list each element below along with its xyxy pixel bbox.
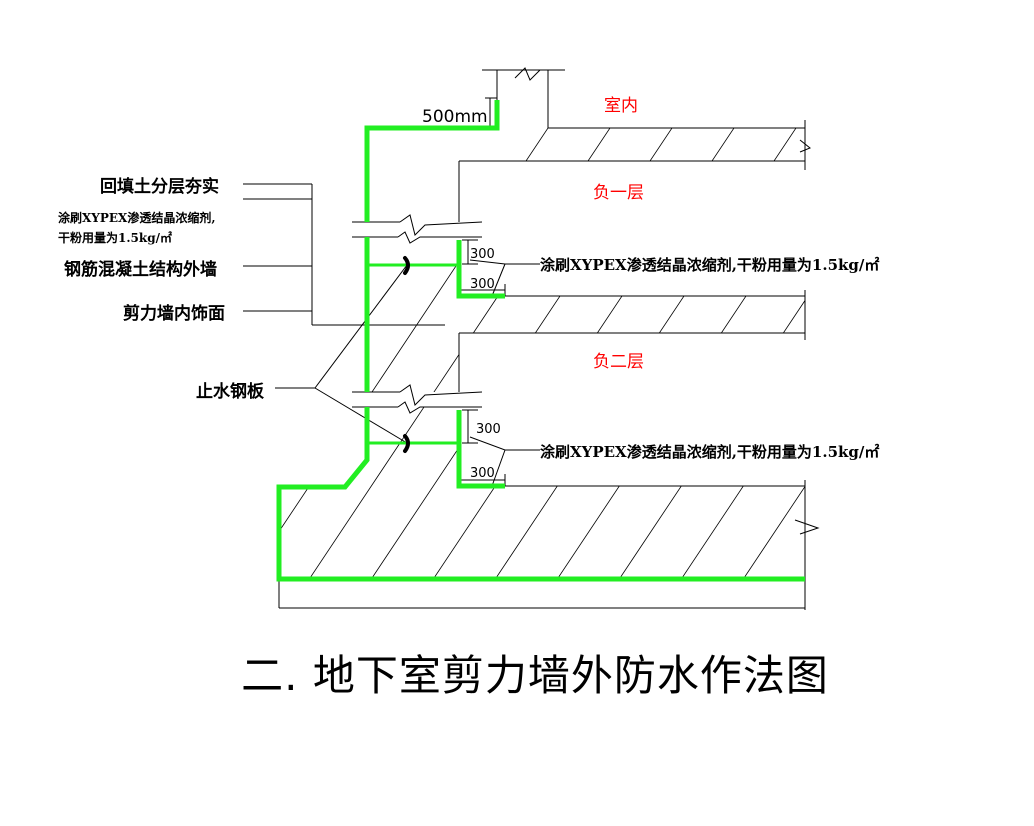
hatch-line [882, 50, 1034, 650]
label-coating-left-2: 干粉用量为1.5kg/㎡ [58, 231, 172, 245]
drawing-title: 二. 地下室剪力墙外防水作法图 [241, 651, 829, 700]
label-coating-left-1: 涂刷XYPEX渗透结晶浓缩剂, [58, 211, 216, 225]
hatch-line [447, 407, 805, 579]
hatch-line [323, 407, 725, 579]
hatch-line [695, 407, 805, 579]
hatch-line [385, 70, 787, 222]
dim-b2-v: 300 [476, 422, 501, 437]
hatch-line [882, 50, 1034, 650]
hatch-line [367, 237, 601, 392]
hatch-line [820, 50, 1034, 650]
hatch-line [944, 50, 1034, 650]
room-b1: 负一层 [593, 183, 644, 203]
hatch-line [367, 70, 601, 222]
hatch-line [944, 50, 1034, 650]
hatch-line [757, 70, 805, 222]
label-coating-right-1: 涂刷XYPEX渗透结晶浓缩剂,干粉用量为1.5kg/㎡ [540, 256, 880, 274]
dim-b2-h: 300 [470, 466, 495, 481]
hatch-line [447, 70, 805, 222]
hatch-line [385, 407, 787, 579]
hatch-line [820, 50, 1034, 650]
label-backfill: 回填土分层夯实 [100, 177, 219, 197]
hatch-line [757, 237, 805, 392]
label-coating-right-2: 涂刷XYPEX渗透结晶浓缩剂,干粉用量为1.5kg/㎡ [540, 443, 880, 461]
hatch-line [367, 70, 663, 222]
hatch-line [695, 70, 805, 222]
hatch-line [279, 407, 663, 579]
dim-500mm: 500mm [422, 107, 488, 127]
waterstop-bars [367, 263, 459, 445]
label-waterstop: 止水钢板 [196, 382, 264, 402]
concrete-outline [278, 67, 820, 610]
hatch-line [757, 407, 805, 579]
hatch-line [509, 407, 805, 579]
room-indoor: 室内 [604, 96, 638, 116]
hatch-line [944, 50, 1034, 650]
hatch-line [571, 407, 805, 579]
waterproof-coating [276, 100, 805, 582]
hatch-line [633, 407, 805, 579]
dim-b1-h: 300 [470, 277, 495, 292]
room-b2: 负二层 [593, 352, 644, 372]
waterstop-plates [403, 256, 410, 453]
dim-b1-v: 300 [470, 247, 495, 262]
label-rc-wall: 钢筋混凝土结构外墙 [64, 260, 217, 280]
hatch-line [820, 50, 1034, 650]
hatch-line [367, 70, 725, 222]
label-inner-finish: 剪力墙内饰面 [123, 304, 225, 324]
hatch-line [695, 237, 805, 392]
hatch-line [882, 50, 1034, 650]
